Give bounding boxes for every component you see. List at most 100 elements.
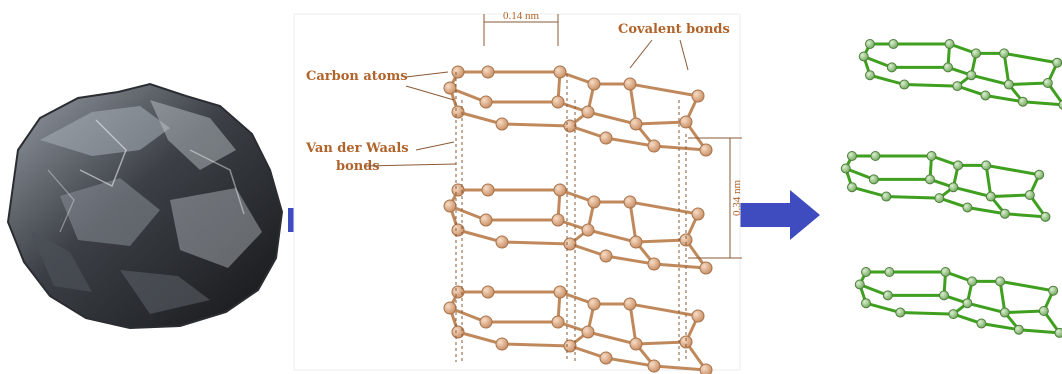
graphite-layer-middle — [443, 183, 713, 275]
carbon-atom — [854, 279, 865, 290]
carbon-atom — [581, 325, 595, 339]
carbon-atom — [451, 285, 465, 299]
carbon-atom — [551, 315, 565, 329]
carbon-atom — [861, 298, 871, 309]
carbon-atom — [847, 151, 857, 161]
carbon-atom — [587, 195, 601, 209]
carbon-atom — [1052, 57, 1062, 68]
carbon-atom — [443, 199, 457, 213]
carbon-atom — [691, 207, 705, 221]
carbon-atom — [939, 290, 949, 301]
carbon-atom — [1034, 169, 1045, 180]
carbon-atom — [981, 160, 992, 171]
carbon-atom — [847, 182, 857, 193]
carbon-atom — [948, 309, 959, 320]
carbon-atom — [679, 115, 693, 129]
carbon-atom — [629, 117, 643, 131]
van-der-waals-label-line2: bonds — [336, 159, 380, 174]
carbon-atom — [865, 70, 875, 81]
carbon-atom — [980, 90, 991, 101]
carbon-atom — [999, 208, 1010, 219]
carbon-atom — [443, 81, 457, 95]
carbon-atom — [587, 297, 601, 311]
carbon-atom — [999, 307, 1010, 318]
carbon-atom — [647, 257, 661, 271]
carbon-atom — [563, 237, 577, 251]
carbon-atom — [479, 95, 493, 109]
carbon-atom — [553, 285, 567, 299]
carbon-atom — [451, 183, 465, 197]
carbon-atom — [971, 48, 982, 59]
carbon-atom — [479, 213, 493, 227]
carbon-atom — [858, 51, 869, 62]
carbon-atom — [481, 183, 495, 197]
carbon-atom — [861, 267, 871, 277]
carbon-atom — [691, 309, 705, 323]
carbon-atom — [481, 65, 495, 79]
carbon-atom — [563, 119, 577, 133]
carbon-atom — [865, 39, 875, 49]
carbon-atom — [623, 77, 637, 91]
carbon-atom — [599, 351, 613, 365]
carbon-atom — [926, 151, 937, 161]
carbon-atom — [1040, 211, 1051, 222]
carbon-atom — [952, 81, 963, 92]
carbon-atom — [495, 235, 509, 249]
bond-length-dimension — [483, 14, 559, 46]
graphene-sheet-top — [858, 39, 1062, 110]
carbon-atom — [985, 191, 996, 202]
carbon-atom — [882, 290, 893, 301]
structure-panel — [293, 13, 741, 371]
carbon-atom — [629, 337, 643, 351]
carbon-atom — [953, 160, 964, 171]
carbon-atom — [884, 267, 895, 277]
carbon-atom — [581, 105, 595, 119]
carbon-atom — [1054, 327, 1062, 338]
carbon-atom — [1058, 100, 1062, 110]
covalent-bonds-label: Covalent bonds — [618, 22, 730, 37]
carbon-atom — [699, 261, 713, 275]
carbon-atom — [962, 202, 973, 213]
carbon-atom — [691, 89, 705, 103]
carbon-atom — [943, 62, 953, 73]
carbon-atom — [1038, 306, 1049, 316]
carbon-atom — [925, 174, 935, 185]
carbon-atom — [1003, 79, 1014, 90]
van-der-waals-label-line1: Van der Waals — [305, 141, 409, 156]
carbon-atom — [870, 151, 881, 161]
graphene-sheet-bottom — [854, 267, 1062, 338]
bond-length-label: 0.14 nm — [503, 10, 540, 22]
interlayer-distance-dimension — [688, 137, 742, 259]
carbon-atom — [551, 213, 565, 227]
carbon-atom — [451, 105, 465, 119]
carbon-atoms-pointers — [405, 71, 455, 101]
graphite-layer-top — [443, 65, 713, 157]
carbon-atom — [587, 77, 601, 91]
van-der-waals-dashes — [455, 72, 687, 362]
van-der-waals-pointers — [365, 141, 457, 167]
carbon-atom — [443, 301, 457, 315]
carbon-atom — [1017, 96, 1028, 107]
graphite-layer-bottom — [443, 285, 713, 374]
carbon-atom — [1048, 285, 1059, 296]
carbon-atom — [1024, 190, 1035, 200]
carbon-atom — [629, 235, 643, 249]
carbon-atom — [881, 191, 892, 202]
carbon-atom — [967, 276, 978, 287]
carbon-atom — [995, 276, 1006, 287]
arrow-structure-to-graphene — [730, 190, 820, 240]
carbon-atom — [451, 65, 465, 79]
carbon-atom — [679, 335, 693, 349]
carbon-atom — [623, 297, 637, 311]
carbon-atom — [553, 65, 567, 79]
graphene-sheet-middle — [840, 151, 1051, 222]
carbon-atom — [966, 70, 977, 81]
carbon-atom — [895, 307, 906, 318]
carbon-atom — [647, 139, 661, 153]
graphite-rock — [6, 82, 284, 330]
carbon-atom — [451, 223, 465, 237]
graphene-sheets — [840, 39, 1062, 338]
carbon-atoms-label: Carbon atoms — [306, 69, 408, 84]
carbon-atom — [699, 143, 713, 157]
